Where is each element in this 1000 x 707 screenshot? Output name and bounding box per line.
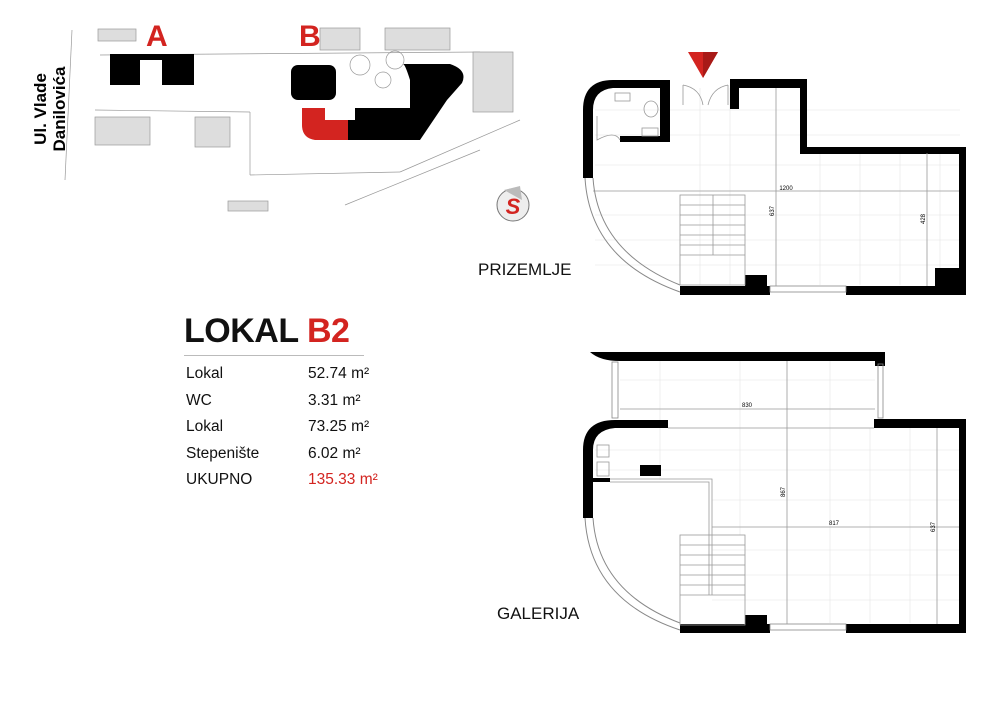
- dimension-label: 428: [921, 213, 927, 224]
- logo-letter: S: [506, 194, 521, 219]
- unit-title: LOKAL B2: [184, 312, 350, 351]
- area-name: Lokal: [186, 418, 224, 436]
- unit-code: B2: [306, 312, 350, 350]
- gallery-label: GALERIJA: [497, 604, 580, 623]
- area-table: Lokal 52.74 m² WC 3.31 m² Lokal 73.25 m² St…: [186, 361, 378, 494]
- area-row: Lokal 52.74 m²: [186, 361, 378, 388]
- street-name-line2: Danilovića: [50, 66, 69, 152]
- area-total-row: UKUPNO 135.33 m²: [186, 467, 378, 494]
- unit-title-prefix: LOKAL: [184, 312, 298, 350]
- logo-icon: S: [496, 186, 530, 222]
- ground-floor-label: PRIZEMLJE: [478, 260, 572, 279]
- area-value: 3.31 m²: [308, 391, 361, 409]
- area-value: 52.74 m²: [308, 365, 370, 383]
- dimension-label: 830: [742, 403, 753, 409]
- street-name-line1: Ul. Vlade: [31, 73, 50, 145]
- area-name: Stepenište: [186, 444, 260, 462]
- area-name: WC: [186, 391, 212, 409]
- total-value: 135.33 m²: [308, 471, 378, 489]
- building-a-label: A: [146, 20, 168, 53]
- area-row: Lokal 73.25 m²: [186, 414, 378, 441]
- area-row: WC 3.31 m²: [186, 388, 378, 415]
- gallery-floor-plan: 830 867 817 637: [583, 352, 966, 633]
- dimension-label: 1200: [779, 186, 793, 192]
- building-b-label: B: [299, 20, 321, 53]
- street-name-label: Ul. Vlade Danilovića: [31, 49, 69, 169]
- area-value: 73.25 m²: [308, 418, 370, 436]
- dimension-label: 637: [770, 205, 776, 216]
- unit-b2-highlight: [302, 108, 348, 140]
- site-plan: [64, 27, 521, 212]
- ground-floor-plan: 1200 637 428: [583, 52, 966, 295]
- area-row: Stepenište 6.02 m²: [186, 441, 378, 468]
- title-divider: [184, 355, 364, 356]
- building-b-footprint: [291, 64, 464, 140]
- building-a-footprint: [110, 54, 194, 85]
- area-value: 6.02 m²: [308, 444, 361, 462]
- dimension-label: 867: [781, 486, 787, 497]
- dimension-label: 817: [829, 521, 840, 527]
- total-label: UKUPNO: [186, 471, 253, 489]
- area-name: Lokal: [186, 365, 224, 383]
- dimension-label: 637: [931, 521, 937, 532]
